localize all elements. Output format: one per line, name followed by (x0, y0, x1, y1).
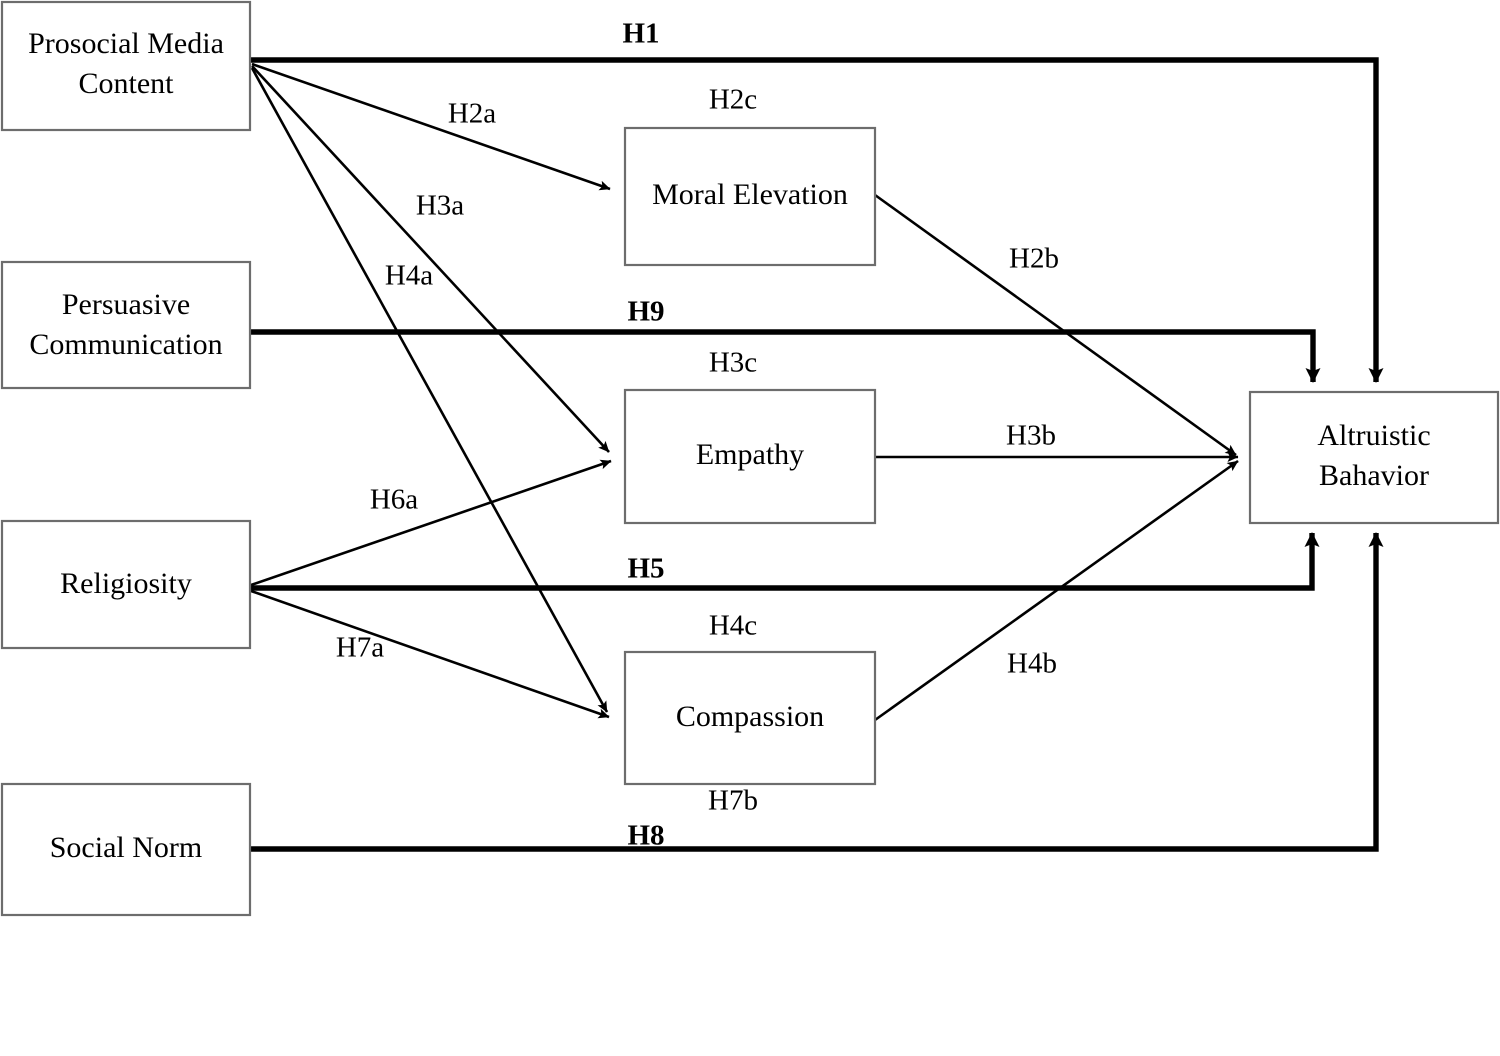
edge-label-h4a: H4a (385, 260, 433, 292)
node-label-prosocial-media-content-line2: Content (79, 67, 175, 100)
node-altruistic-behavior[interactable]: Altruistic Bahavior (1248, 390, 1500, 525)
edge-label-h3b: H3b (1006, 420, 1056, 452)
node-label-religiosity: Religiosity (60, 567, 192, 600)
node-moral-elevation[interactable]: Moral Elevation (623, 126, 877, 267)
edge-label-h3c: H3c (709, 347, 757, 379)
node-empathy[interactable]: Empathy (623, 388, 877, 525)
edge-label-h2a: H2a (448, 98, 496, 130)
edge-label-h4b: H4b (1007, 648, 1057, 680)
node-label-compassion: Compassion (676, 700, 824, 733)
node-label-moral-elevation: Moral Elevation (652, 178, 848, 211)
edge-label-h7b: H7b (708, 785, 758, 817)
node-label-social-norm: Social Norm (50, 831, 202, 864)
edge-h3a (251, 65, 610, 453)
node-persuasive-communication[interactable]: Persuasive Communication (0, 260, 252, 390)
edge-label-h9: H9 (627, 296, 664, 328)
edge-h4a (250, 67, 609, 713)
node-label-altruistic-behavior-line2: Bahavior (1319, 459, 1429, 492)
edge-label-h7a: H7a (336, 632, 384, 664)
edge-h4b (874, 459, 1239, 722)
edge-label-h8: H8 (627, 820, 664, 852)
edge-h6a (250, 459, 612, 587)
edge-label-h4c: H4c (709, 610, 757, 642)
node-label-persuasive-communication-line2: Communication (29, 328, 222, 361)
edge-h2a (251, 62, 611, 191)
node-social-norm[interactable]: Social Norm (0, 782, 252, 917)
edge-label-h3a: H3a (416, 190, 464, 222)
node-label-persuasive-communication-line1: Persuasive (62, 288, 190, 321)
node-label-empathy: Empathy (696, 438, 804, 471)
edge-label-h5: H5 (627, 553, 664, 585)
edge-label-h1: H1 (622, 18, 659, 50)
node-religiosity[interactable]: Religiosity (0, 519, 252, 650)
edge-h9 (250, 329, 1321, 383)
edge-h7a (250, 589, 610, 719)
edge-label-group: H1 H2a H2c H3a H2b H4a H9 H3c H3b H6a H5… (336, 18, 1059, 852)
edge-label-h6a: H6a (370, 484, 418, 516)
edge-h8 (250, 532, 1384, 852)
edge-h1 (250, 57, 1384, 383)
node-label-prosocial-media-content-line1: Prosocial Media (28, 27, 224, 60)
edge-h2b (874, 193, 1237, 457)
edge-label-h2c: H2c (709, 84, 757, 116)
edge-label-h2b: H2b (1009, 243, 1059, 275)
node-compassion[interactable]: Compassion (623, 650, 877, 786)
node-prosocial-media-content[interactable]: Prosocial Media Content (0, 0, 252, 132)
node-label-altruistic-behavior-line1: Altruistic (1317, 419, 1430, 452)
edge-h5 (250, 532, 1320, 591)
